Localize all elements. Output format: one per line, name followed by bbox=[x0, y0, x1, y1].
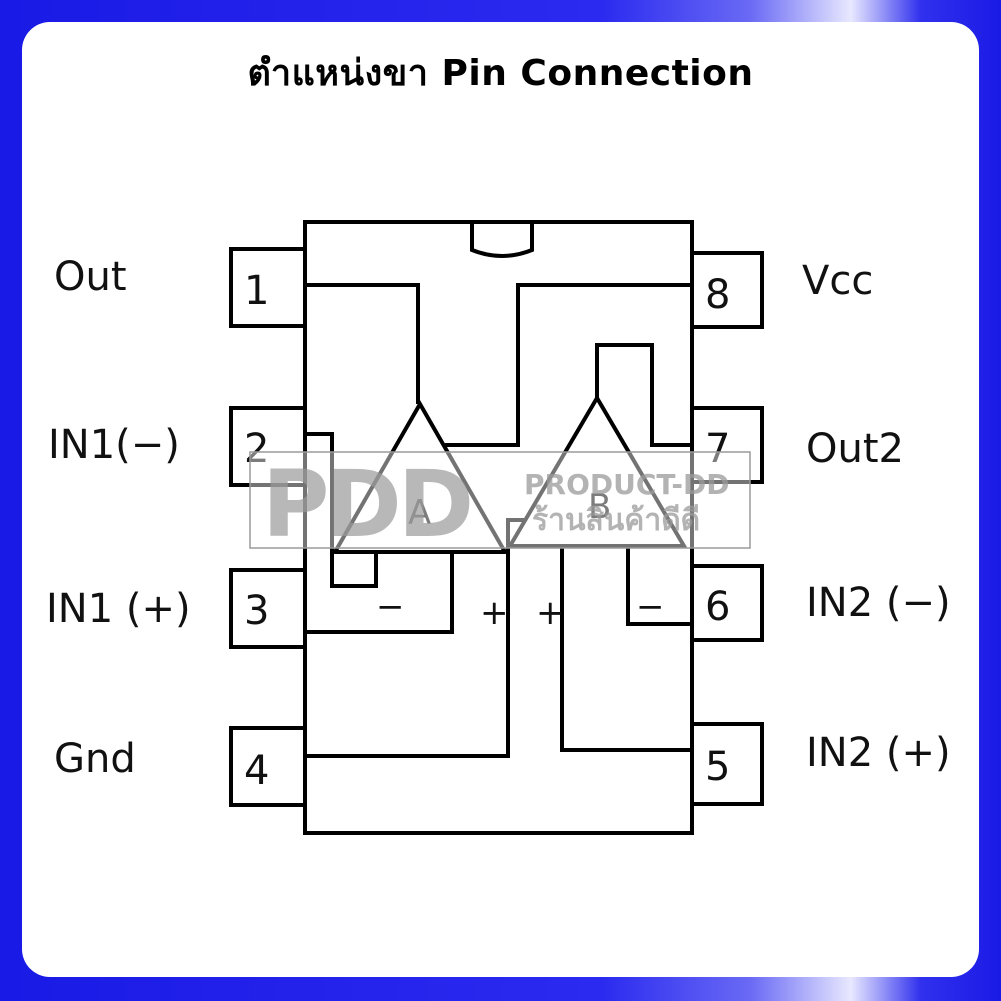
ic-body bbox=[303, 220, 694, 835]
wire-in2-plus bbox=[560, 546, 692, 752]
pin-2 bbox=[229, 406, 307, 487]
pin-number-1: 1 bbox=[244, 268, 269, 314]
wire-out2 bbox=[595, 343, 692, 447]
pin-number-8: 8 bbox=[705, 272, 730, 318]
pin-8 bbox=[690, 251, 764, 329]
pin-label-5: IN2 (+) bbox=[806, 730, 951, 776]
opamp-a-minus-sign: − bbox=[376, 587, 405, 627]
pin-4 bbox=[229, 726, 307, 807]
pin-5 bbox=[690, 722, 764, 806]
opamp-b-plus-sign: + bbox=[536, 593, 565, 633]
wire-in1-plus bbox=[305, 552, 454, 634]
watermark-line1: PRODUCT-DD bbox=[524, 468, 730, 501]
pin-1 bbox=[229, 247, 307, 328]
watermark-line2: ร้านสินค้าดีดี bbox=[532, 503, 700, 538]
opamp-b-label: B bbox=[588, 487, 611, 527]
pin-label-2: IN1(−) bbox=[48, 422, 180, 468]
opamp-a-plus-sign: + bbox=[480, 593, 509, 633]
wire-gnd bbox=[305, 518, 525, 758]
pin-number-5: 5 bbox=[705, 744, 730, 790]
pin-number-7: 7 bbox=[705, 426, 730, 472]
page-title: ตำแหน่งขา Pin Connection bbox=[247, 53, 754, 94]
pin-number-6: 6 bbox=[705, 584, 730, 630]
watermark-logo-text: PDD bbox=[262, 451, 470, 558]
watermark: PDD PRODUCT-DD ร้านสินค้าดีดี bbox=[249, 451, 751, 558]
pin-6 bbox=[690, 564, 764, 642]
wire-in2-minus bbox=[626, 546, 692, 626]
pin-label-6: IN2 (−) bbox=[806, 580, 951, 626]
pin-label-1: Out bbox=[54, 254, 127, 300]
opamp-a-label: A bbox=[408, 493, 431, 533]
opamp-a-triangle bbox=[331, 399, 509, 554]
ic-notch bbox=[470, 222, 534, 258]
pin-label-8: Vcc bbox=[802, 258, 874, 304]
wire-out1 bbox=[305, 283, 420, 404]
pin-label-7: Out2 bbox=[806, 426, 904, 472]
pin-number-2: 2 bbox=[244, 426, 269, 472]
wire-in1-minus bbox=[305, 432, 378, 588]
pin-label-3: IN1 (+) bbox=[46, 586, 191, 632]
diagram-card bbox=[22, 22, 979, 977]
pin-3 bbox=[229, 568, 307, 649]
pin-number-4: 4 bbox=[244, 748, 269, 794]
opamp-b-triangle bbox=[506, 394, 688, 548]
opamp-b-minus-sign: − bbox=[636, 587, 665, 627]
pin-number-3: 3 bbox=[244, 588, 269, 634]
watermark-frame bbox=[249, 451, 751, 549]
wire-vcc bbox=[445, 283, 692, 447]
pin-label-4: Gnd bbox=[54, 736, 136, 782]
